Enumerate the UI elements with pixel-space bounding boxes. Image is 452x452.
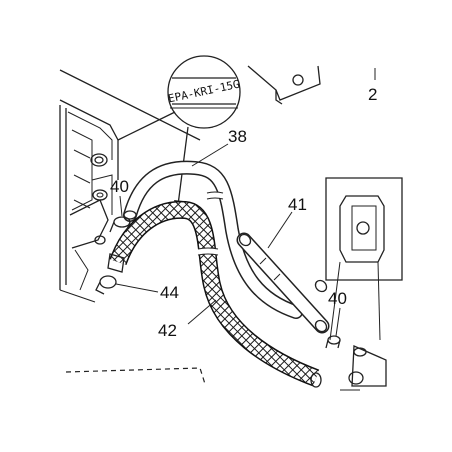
hose-38 — [123, 160, 303, 319]
callout-44: 44 — [160, 283, 179, 302]
callout-leader-42 — [187, 299, 217, 325]
clip-40-lower — [325, 335, 341, 349]
clamp-44 — [95, 275, 117, 295]
dashed-outline — [65, 367, 206, 385]
engine-body-left — [59, 69, 201, 303]
hose-41 — [236, 232, 330, 334]
callout-40-upper: 40 — [110, 177, 129, 196]
callout-leader-41 — [267, 211, 293, 249]
callout-page-ref: 2 — [368, 85, 377, 104]
inset-detail — [325, 177, 403, 341]
callout-leader-44 — [115, 283, 159, 293]
callout-40-lower: 40 — [328, 289, 347, 308]
callout-42: 42 — [158, 321, 177, 340]
fitting-right-lower — [340, 345, 387, 391]
braided-hose-42 — [107, 200, 322, 388]
callout-leader-40-upper — [119, 195, 123, 217]
bracket-upper — [247, 65, 321, 105]
clip-40-upper — [109, 216, 131, 233]
callout-leader-40-lower — [335, 307, 341, 337]
callout-41: 41 — [288, 195, 307, 214]
part-label-text: EPA-KRI-15G — [167, 78, 241, 106]
callout-38: 38 — [228, 127, 247, 146]
callout-leader-38 — [191, 143, 229, 167]
